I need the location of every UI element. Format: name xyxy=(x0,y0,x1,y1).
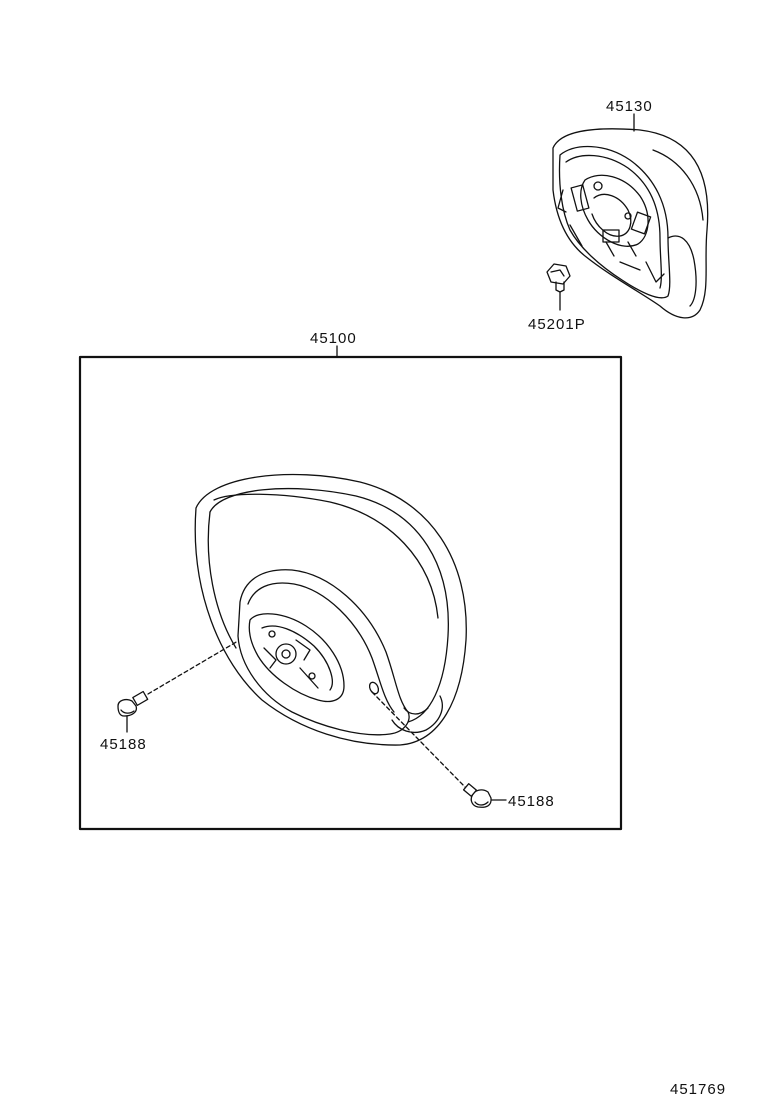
assembly-frame xyxy=(78,355,623,831)
callout-airbag-cover: 45130 xyxy=(606,98,653,115)
callout-bolt-left: 45188 xyxy=(100,736,147,753)
callout-bolt-right: 45188 xyxy=(508,793,555,810)
airbag-cover-part xyxy=(552,128,709,319)
screw-part xyxy=(546,263,571,311)
bolt-left-part xyxy=(117,640,239,733)
steering-wheel-part xyxy=(194,473,467,746)
bolt-right-part xyxy=(371,691,507,808)
figure-number: 451769 xyxy=(670,1081,726,1098)
callout-steering-wheel-assy: 45100 xyxy=(310,330,357,347)
callout-screw: 45201P xyxy=(528,316,586,333)
